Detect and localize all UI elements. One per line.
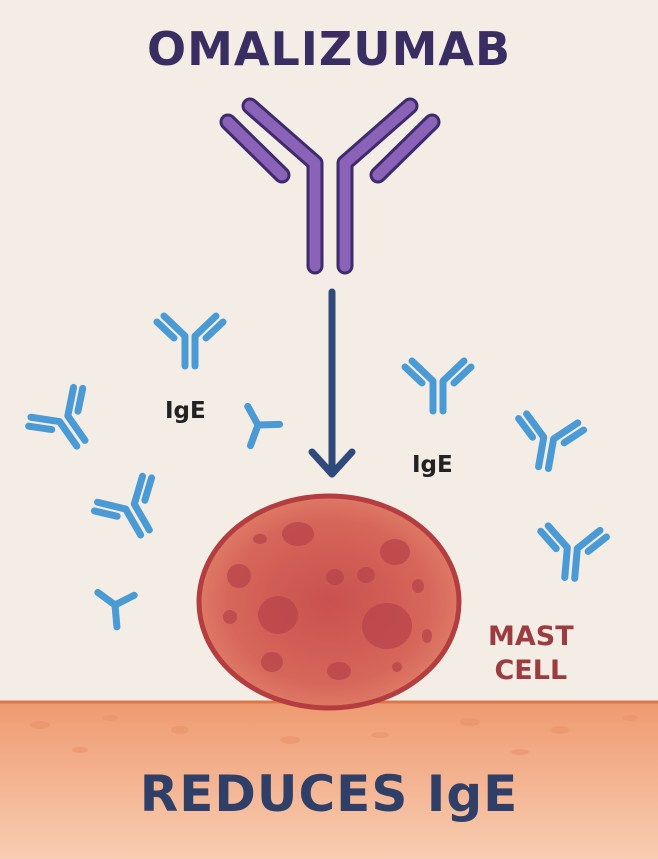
ige-antibody-icon bbox=[405, 361, 471, 411]
mast-cell-label-line1: MAST bbox=[488, 621, 574, 652]
mast-cell-label-line2: CELL bbox=[494, 655, 568, 686]
omalizumab-antibody-icon bbox=[219, 97, 441, 275]
ige-label: IgE bbox=[412, 452, 453, 478]
ige-label: IgE bbox=[165, 398, 206, 424]
ige-antibody-icon bbox=[25, 383, 108, 462]
ige-antibody-icon bbox=[537, 525, 607, 581]
ige-fragment-icon bbox=[235, 406, 281, 452]
tissue-layer bbox=[0, 700, 658, 859]
mast-cell-label: MAST CELL bbox=[488, 620, 574, 688]
ige-fragment-icon bbox=[98, 589, 137, 628]
caption-reduces-ige: REDUCES IgE bbox=[139, 765, 519, 823]
ige-antibody-icon bbox=[511, 413, 585, 474]
title-omalizumab: OMALIZUMAB bbox=[146, 22, 512, 76]
mast-cell-icon bbox=[196, 493, 462, 711]
down-arrow-icon bbox=[308, 288, 356, 478]
ige-antibody-icon bbox=[91, 473, 173, 549]
ige-antibody-icon bbox=[157, 316, 223, 366]
